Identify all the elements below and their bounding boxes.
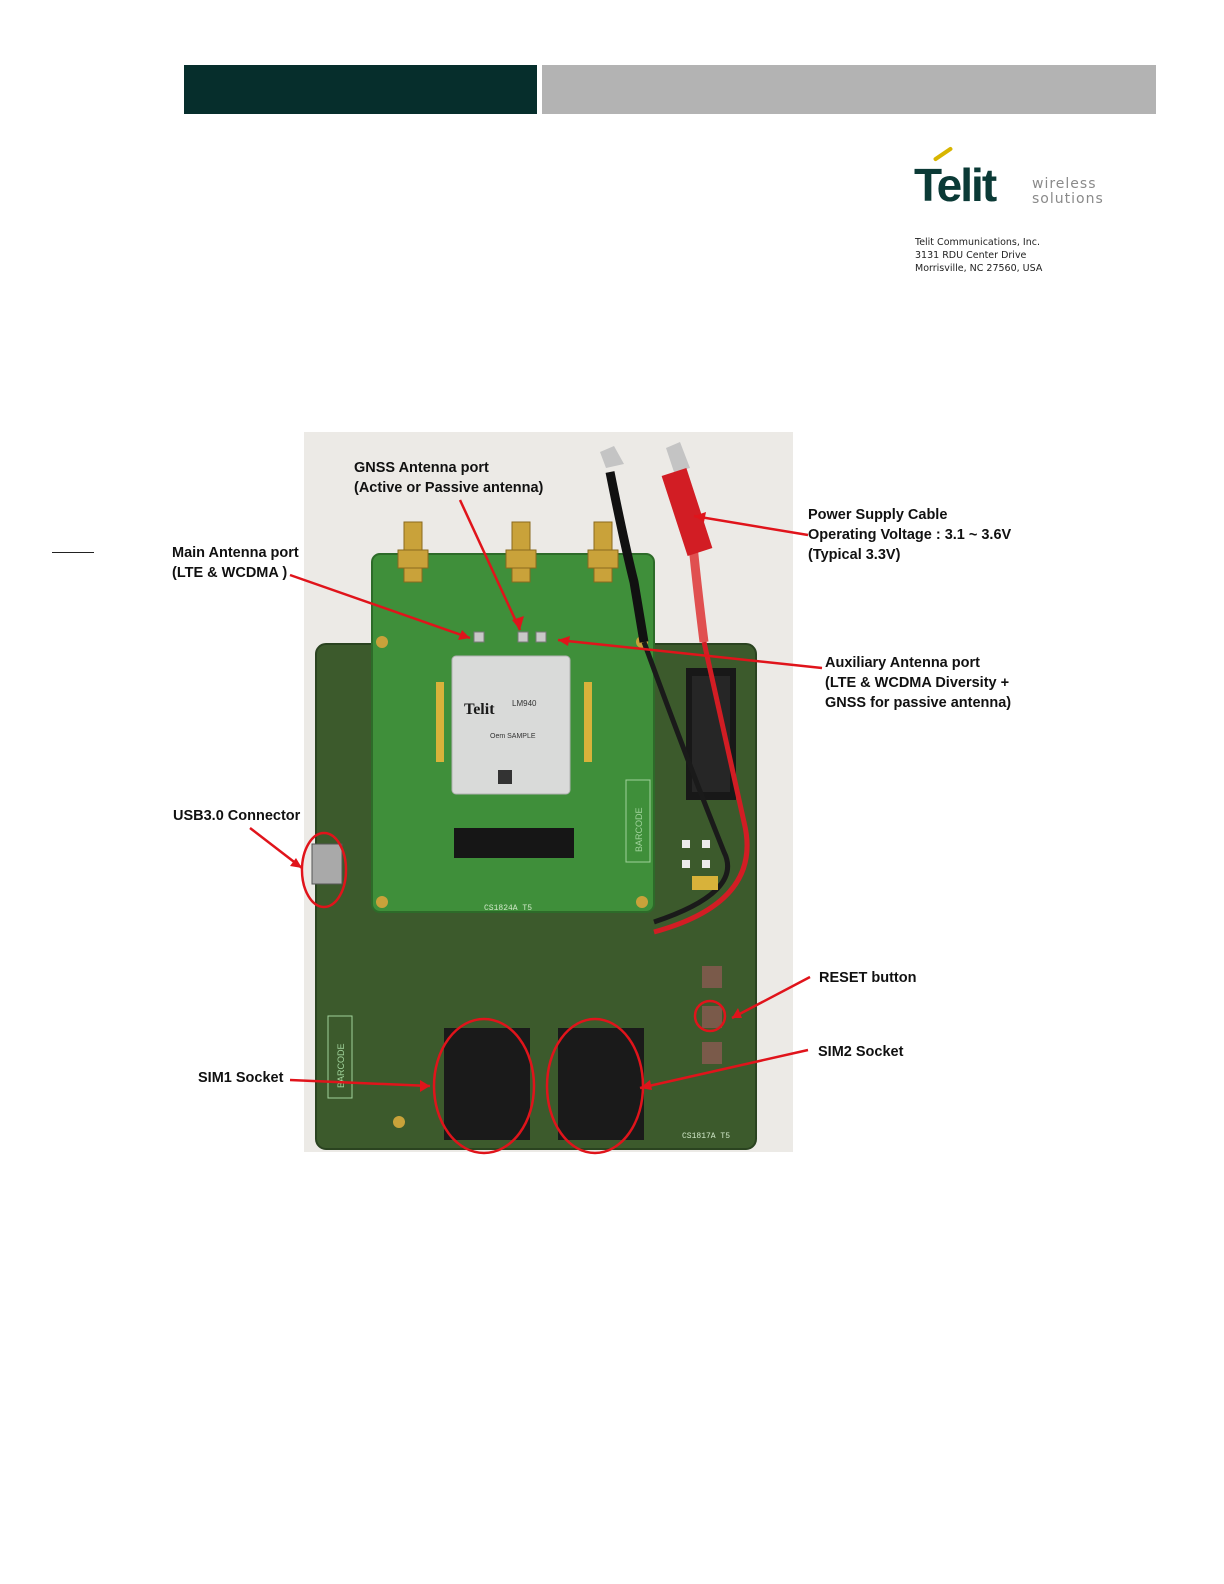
logo-tagline-line1: wireless xyxy=(1032,176,1097,192)
callout-reset-button: RESET button xyxy=(819,968,916,988)
telit-logo: Telit wireless solutions xyxy=(912,146,1132,220)
address-line3: Morrisville, NC 27560, USA xyxy=(915,263,1043,274)
barcode-label-bottom: BARCODE xyxy=(336,1043,346,1088)
module-sample-label: Oem SAMPLE xyxy=(490,733,536,740)
logo-tagline: wireless solutions xyxy=(1032,177,1104,207)
callout-sim2-text: SIM2 Socket xyxy=(818,1044,904,1060)
company-address: Telit Communications, Inc. 3131 RDU Cent… xyxy=(915,236,1042,275)
board-id-bottom: CS1817A T5 xyxy=(682,1132,730,1141)
callout-sim2-socket: SIM2 Socket xyxy=(818,1042,903,1062)
callout-power-supply: Power Supply Cable Operating Voltage : 3… xyxy=(808,505,1011,565)
module-brand-label: Telit xyxy=(464,701,495,718)
barcode-label-top: BARCODE xyxy=(634,807,644,852)
callout-gnss-line1: GNSS Antenna port xyxy=(354,460,489,476)
module-name-label: LM940 xyxy=(512,699,537,708)
callout-usb-connector: USB3.0 Connector xyxy=(173,806,300,826)
callout-gnss-antenna: GNSS Antenna port (Active or Passive ant… xyxy=(354,458,543,498)
callout-sim1-socket: SIM1 Socket xyxy=(198,1068,283,1088)
callout-sim1-text: SIM1 Socket xyxy=(198,1070,284,1086)
callout-reset-text: RESET button xyxy=(819,970,917,986)
logo-wordmark: Telit xyxy=(914,159,997,211)
callout-gnss-line2: (Active or Passive antenna) xyxy=(354,480,544,496)
callout-power-line2: Operating Voltage : 3.1 ~ 3.6V xyxy=(808,527,1012,543)
callout-power-line1: Power Supply Cable xyxy=(808,507,948,523)
header-bar-dark xyxy=(184,65,537,114)
address-line1: Telit Communications, Inc. xyxy=(915,237,1040,248)
board-id-top: CS1824A T5 xyxy=(484,904,532,913)
logo-tagline-line2: solutions xyxy=(1032,191,1104,207)
callout-main-line1: Main Antenna port xyxy=(172,545,299,561)
callout-aux-line1: Auxiliary Antenna port xyxy=(825,655,980,671)
callout-main-antenna: Main Antenna port (LTE & WCDMA ) xyxy=(172,543,299,583)
callout-aux-line3: GNSS for passive antenna) xyxy=(825,695,1012,711)
callout-main-line2: (LTE & WCDMA ) xyxy=(172,565,288,581)
callout-power-line3: (Typical 3.3V) xyxy=(808,547,901,563)
header-bar-gray xyxy=(542,65,1156,114)
margin-rule xyxy=(52,552,94,553)
callout-aux-line2: (LTE & WCDMA Diversity + xyxy=(825,675,1010,691)
callout-auxiliary-antenna: Auxiliary Antenna port (LTE & WCDMA Dive… xyxy=(825,653,1011,713)
evaluation-board-photo: Telit LM940 Oem SAMPLE BARCODE BARCODE C… xyxy=(304,432,793,1152)
address-line2: 3131 RDU Center Drive xyxy=(915,250,1027,261)
callout-usb-text: USB3.0 Connector xyxy=(173,808,301,824)
